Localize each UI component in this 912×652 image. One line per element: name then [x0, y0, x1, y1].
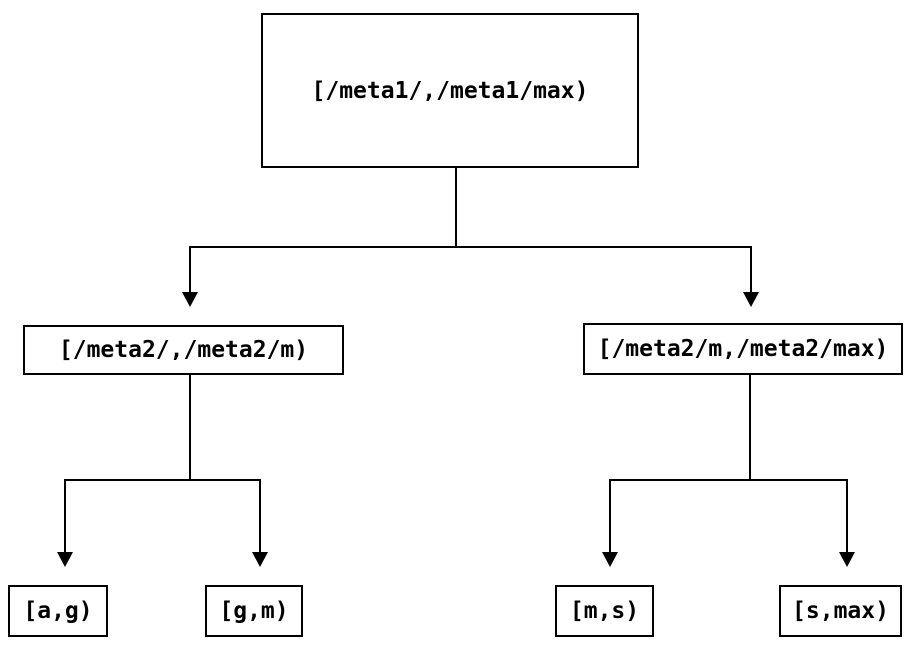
tree-node-meta2-high-label: [/meta2/m,/meta2/max)	[597, 336, 889, 362]
tree-node-leaf-ag-label: [a,g)	[23, 598, 93, 624]
arrowhead-right-child	[743, 292, 759, 307]
tree-node-leaf-gm-label: [g,m)	[219, 598, 289, 624]
arrowhead-left-child	[182, 292, 198, 307]
tree-node-leaf-smax: [s,max)	[779, 585, 902, 637]
arrowhead-leaf-gm	[252, 552, 268, 567]
tree-node-leaf-gm: [g,m)	[205, 585, 303, 637]
tree-node-root-label: [/meta1/,/meta1/max)	[311, 77, 589, 104]
tree-node-leaf-ms: [m,s)	[555, 585, 654, 637]
tree-node-meta2-low-label: [/meta2/,/meta2/m)	[58, 337, 309, 363]
tree-node-leaf-ag: [a,g)	[8, 585, 108, 637]
tree-node-meta2-low: [/meta2/,/meta2/m)	[23, 325, 344, 375]
tree-node-meta2-high: [/meta2/m,/meta2/max)	[583, 323, 903, 375]
arrowhead-leaf-ms	[602, 552, 618, 567]
tree-node-leaf-smax-label: [s,max)	[792, 598, 889, 624]
tree-node-leaf-ms-label: [m,s)	[569, 598, 640, 624]
arrowhead-leaf-ag	[57, 552, 73, 567]
arrowhead-leaf-smax	[839, 552, 855, 567]
tree-node-root: [/meta1/,/meta1/max)	[261, 13, 639, 168]
